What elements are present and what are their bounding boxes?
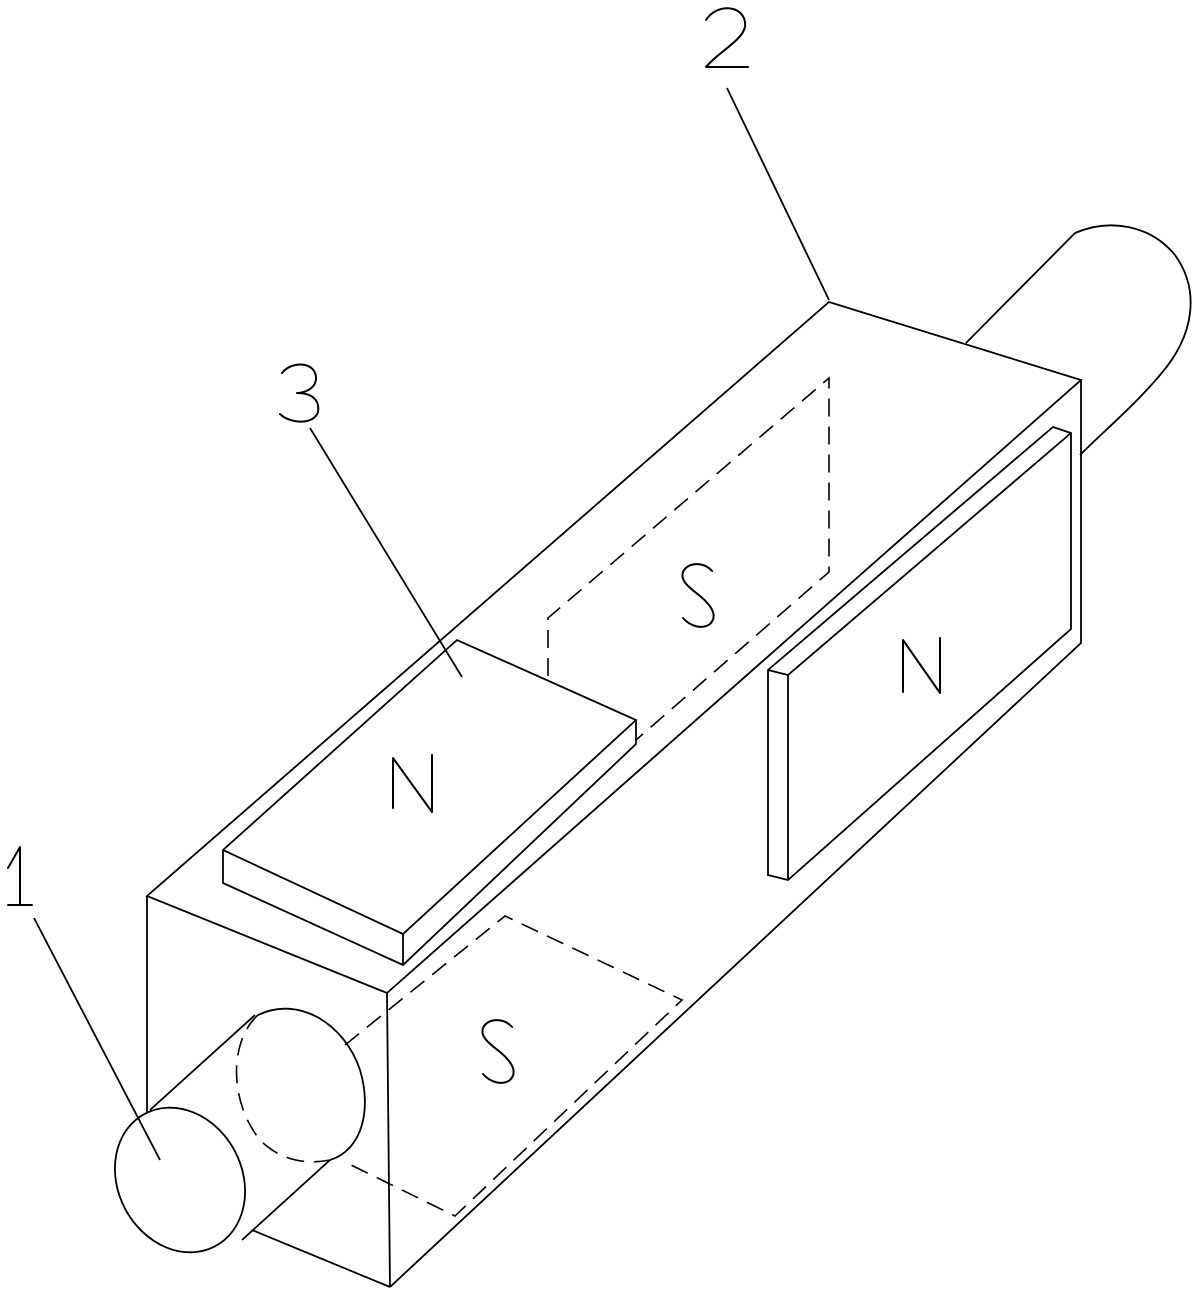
pole-label-hidden-bottom: S: [481, 1019, 515, 1084]
pole-label-right-magnet: N: [902, 637, 941, 694]
svg-text:2: 2: [720, 39, 721, 41]
svg-text:1: 1: [10, 879, 11, 881]
callout-3: 3: [279, 363, 320, 423]
svg-text:S: S: [695, 599, 696, 601]
rear-shaft: [965, 224, 1192, 456]
pole-label-top-magnet: N: [392, 754, 433, 813]
leader-2: [726, 87, 830, 301]
svg-text:S: S: [495, 1054, 496, 1056]
callout-1: 1: [7, 846, 33, 906]
leader-3: [309, 427, 463, 678]
right-magnet: [767, 425, 1072, 881]
hidden-magnet-back: [547, 376, 830, 741]
leader-lines: [33, 87, 830, 1161]
callout-2: 2: [705, 7, 749, 68]
housing-block: [145, 300, 1083, 1288]
hidden-magnet-bottom: [344, 915, 684, 1217]
top-magnet: [222, 638, 637, 967]
pole-label-hidden-back: S: [681, 563, 715, 628]
svg-text:3: 3: [290, 394, 291, 396]
leader-1: [33, 917, 161, 1161]
front-shaft: [114, 1007, 366, 1254]
